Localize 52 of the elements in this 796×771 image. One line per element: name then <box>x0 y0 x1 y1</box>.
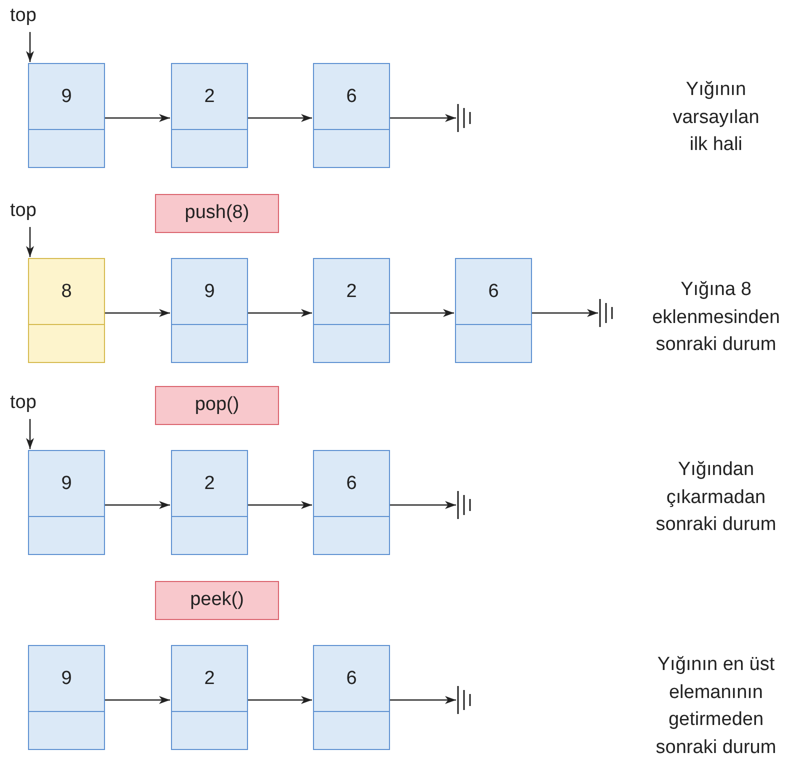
list-node-box <box>28 258 105 363</box>
list-node-box <box>28 63 105 168</box>
arrow <box>105 696 170 704</box>
node-value: 9 <box>60 86 73 108</box>
list-node-box <box>28 645 105 750</box>
node-value: 2 <box>203 668 216 690</box>
list-node-box <box>313 645 390 750</box>
node-value: 6 <box>487 281 500 303</box>
arrow <box>390 114 456 122</box>
arrow <box>26 419 34 449</box>
list-node-box <box>313 450 390 555</box>
list-node-box <box>313 258 390 363</box>
state-caption: Yığından çıkarmadan sonraki durum <box>654 458 778 537</box>
list-node-box <box>171 63 248 168</box>
arrow <box>390 309 454 317</box>
operation-box: push(8) <box>155 194 279 233</box>
arrow <box>248 696 312 704</box>
pointer-label: top <box>10 200 48 224</box>
arrow <box>248 501 312 509</box>
list-node-box <box>455 258 532 363</box>
arrow <box>390 501 456 509</box>
arrow <box>532 309 598 317</box>
arrow <box>248 309 312 317</box>
state-caption: Yığına 8 eklenmesinden sonraki durum <box>651 278 781 357</box>
operation-box: pop() <box>155 386 279 425</box>
list-node-box <box>313 63 390 168</box>
state-caption: Yığının varsayılan ilk hali <box>672 78 760 157</box>
node-value: 9 <box>60 668 73 690</box>
node-value: 2 <box>203 86 216 108</box>
list-node-box <box>171 258 248 363</box>
node-value: 6 <box>345 668 358 690</box>
list-node-box <box>28 450 105 555</box>
state-caption: Yığının en üst elemanının getirmeden sonraki durum <box>654 653 778 760</box>
node-value: 2 <box>203 473 216 495</box>
node-value: 6 <box>345 473 358 495</box>
node-value: 6 <box>345 86 358 108</box>
arrow <box>390 696 456 704</box>
pointer-label: top <box>10 5 48 29</box>
node-value: 8 <box>60 281 73 303</box>
arrow <box>105 501 170 509</box>
arrow <box>248 114 312 122</box>
list-node-box <box>171 450 248 555</box>
arrow <box>26 227 34 257</box>
node-value: 2 <box>345 281 358 303</box>
operation-box: peek() <box>155 581 279 620</box>
pointer-label: top <box>10 392 48 416</box>
node-value: 9 <box>203 281 216 303</box>
list-node-box <box>171 645 248 750</box>
arrow <box>26 32 34 62</box>
node-value: 9 <box>60 473 73 495</box>
arrow <box>105 114 170 122</box>
arrow <box>105 309 170 317</box>
